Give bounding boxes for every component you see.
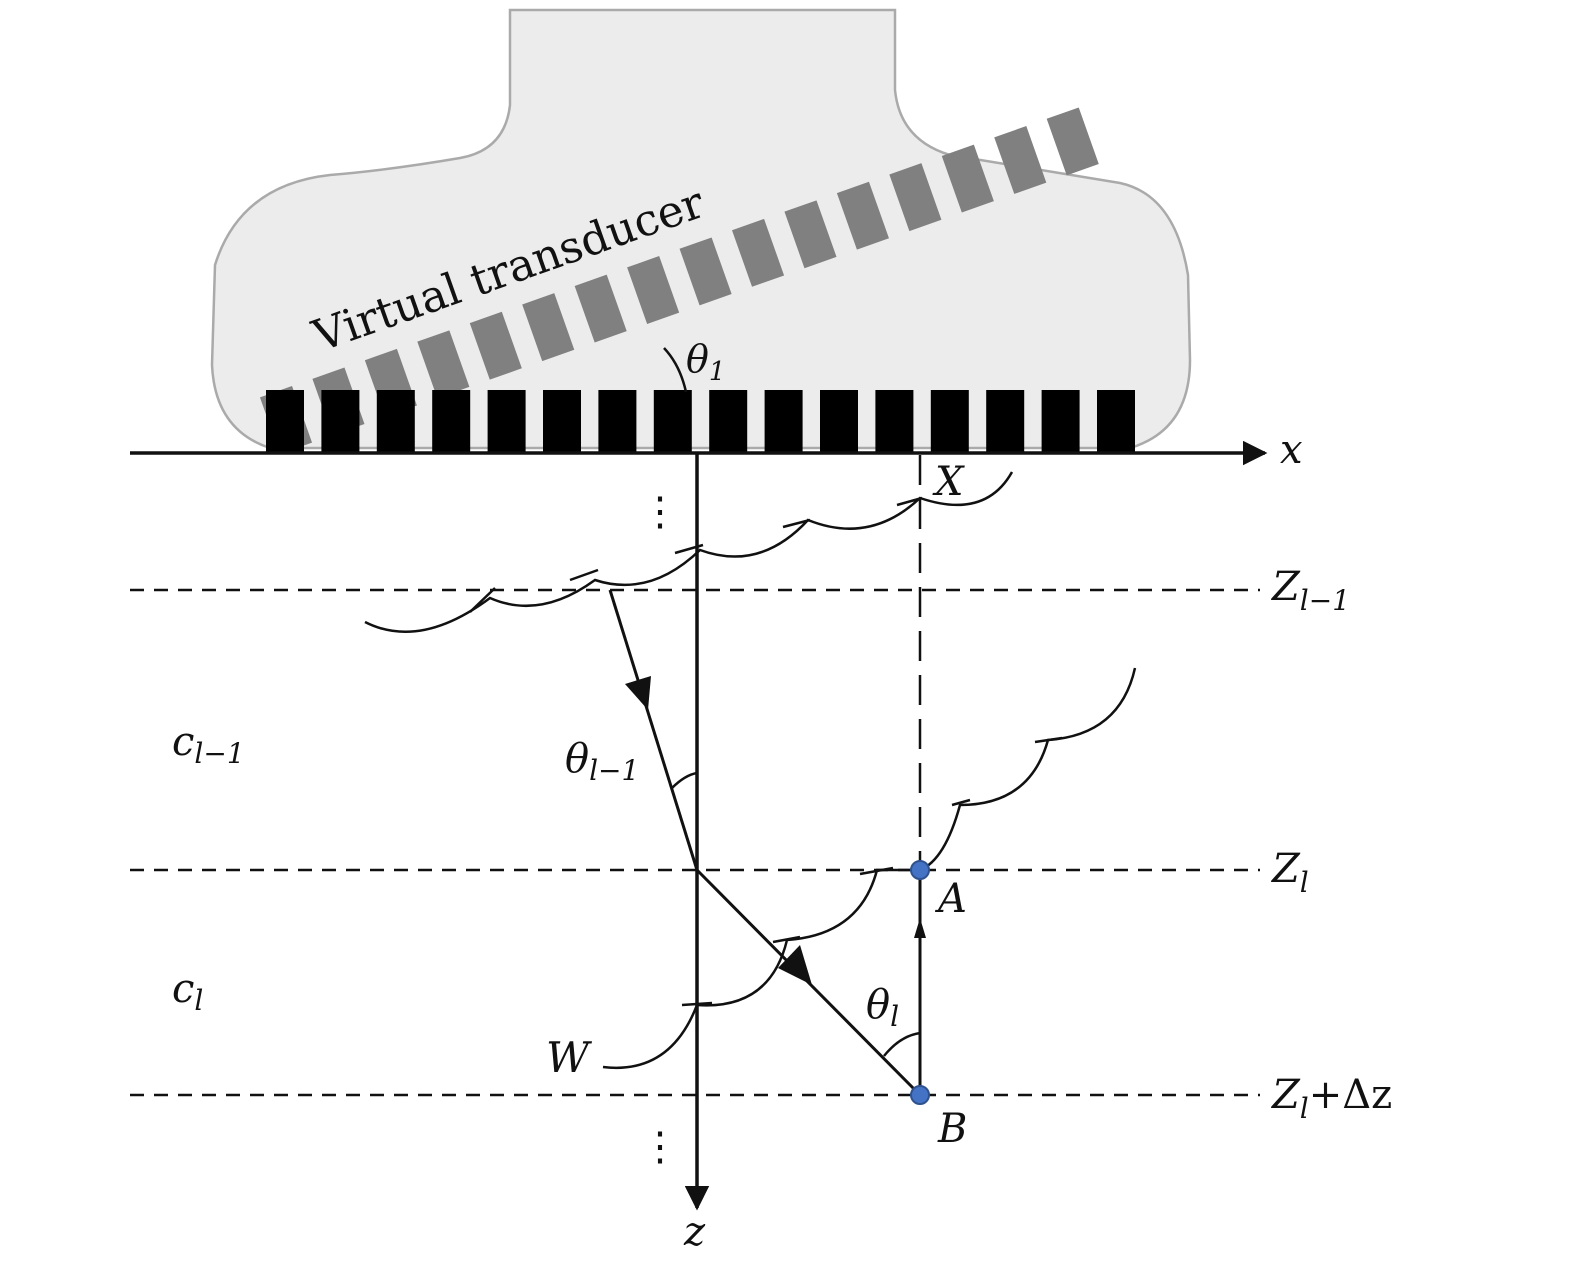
theta-l-arc (883, 1031, 921, 1057)
c-l-minus-1-label: cl−1 (172, 719, 245, 770)
transducer-element (875, 390, 914, 452)
point-a (910, 860, 930, 880)
ray-arrow-lower (778, 945, 812, 985)
wavefront-upper (364, 471, 1014, 634)
ray-layer-l-minus-1 (608, 589, 699, 871)
virtual-transducer-array (259, 107, 1099, 454)
theta1-label: θ1 (686, 337, 725, 387)
z-l-label: Zl (1270, 846, 1309, 899)
wavefront-lower-ticks (681, 736, 1063, 1007)
virtual-transducer-element (417, 330, 470, 399)
wavefront-lower (602, 667, 1137, 1070)
b-to-a-arrow (914, 918, 926, 938)
theta-l-label: θl (866, 982, 899, 1033)
virtual-transducer-element (994, 126, 1047, 194)
probe-housing (210, 8, 1192, 450)
virtual-transducer-element (731, 218, 785, 287)
x-axis-label: x (1280, 427, 1303, 473)
z-l-minus-1-label: Zl−1 (1270, 564, 1350, 617)
vdots-top: ⋮ (640, 489, 680, 535)
transducer-element (543, 390, 581, 452)
theta-l-minus-1-arc (671, 771, 698, 789)
virtual-transducer-element (941, 144, 994, 213)
transducer-element (820, 390, 858, 452)
transducer-array (266, 390, 1135, 452)
transducer-element (266, 390, 304, 452)
point-a-label: A (934, 876, 967, 922)
transducer-element (653, 390, 692, 452)
virtual-transducer-element (469, 311, 522, 380)
point-b-label: B (937, 1106, 967, 1152)
virtual-transducer-element (574, 274, 627, 343)
virtual-transducer-element (522, 293, 575, 362)
transducer-element (1097, 390, 1135, 452)
ray-arrow-upper (625, 676, 651, 710)
virtual-transducer-element (836, 181, 889, 250)
theta-l-minus-1-label: θl−1 (565, 736, 639, 787)
transducer-element (321, 390, 360, 452)
transducer-element (986, 390, 1025, 452)
wavefront-upper-ticks (469, 496, 923, 613)
wavefront-w-label: W (546, 1033, 593, 1082)
transducer-element (930, 390, 969, 452)
virtual-transducer-element (1046, 107, 1099, 176)
transducer-element (1041, 390, 1080, 452)
transducer-element (487, 390, 526, 452)
transducer-element (709, 390, 748, 452)
virtual-transducer-element (889, 163, 942, 232)
vdots-bottom: ⋮ (640, 1124, 680, 1170)
transducer-element (598, 390, 637, 452)
point-x-label: X (932, 459, 965, 505)
z-l-plus-dz-label: Zl+Δz (1270, 1072, 1392, 1125)
point-b (910, 1085, 930, 1105)
theta1-arc (663, 347, 688, 393)
z-axis-label: z (683, 1209, 706, 1255)
transducer-element (764, 390, 803, 452)
virtual-transducer-element (679, 237, 732, 306)
virtual-transducer-element (784, 200, 837, 269)
transducer-element (376, 390, 415, 452)
c-l-label: cl (172, 966, 203, 1017)
transducer-element (432, 390, 471, 452)
virtual-transducer-element (627, 256, 680, 324)
